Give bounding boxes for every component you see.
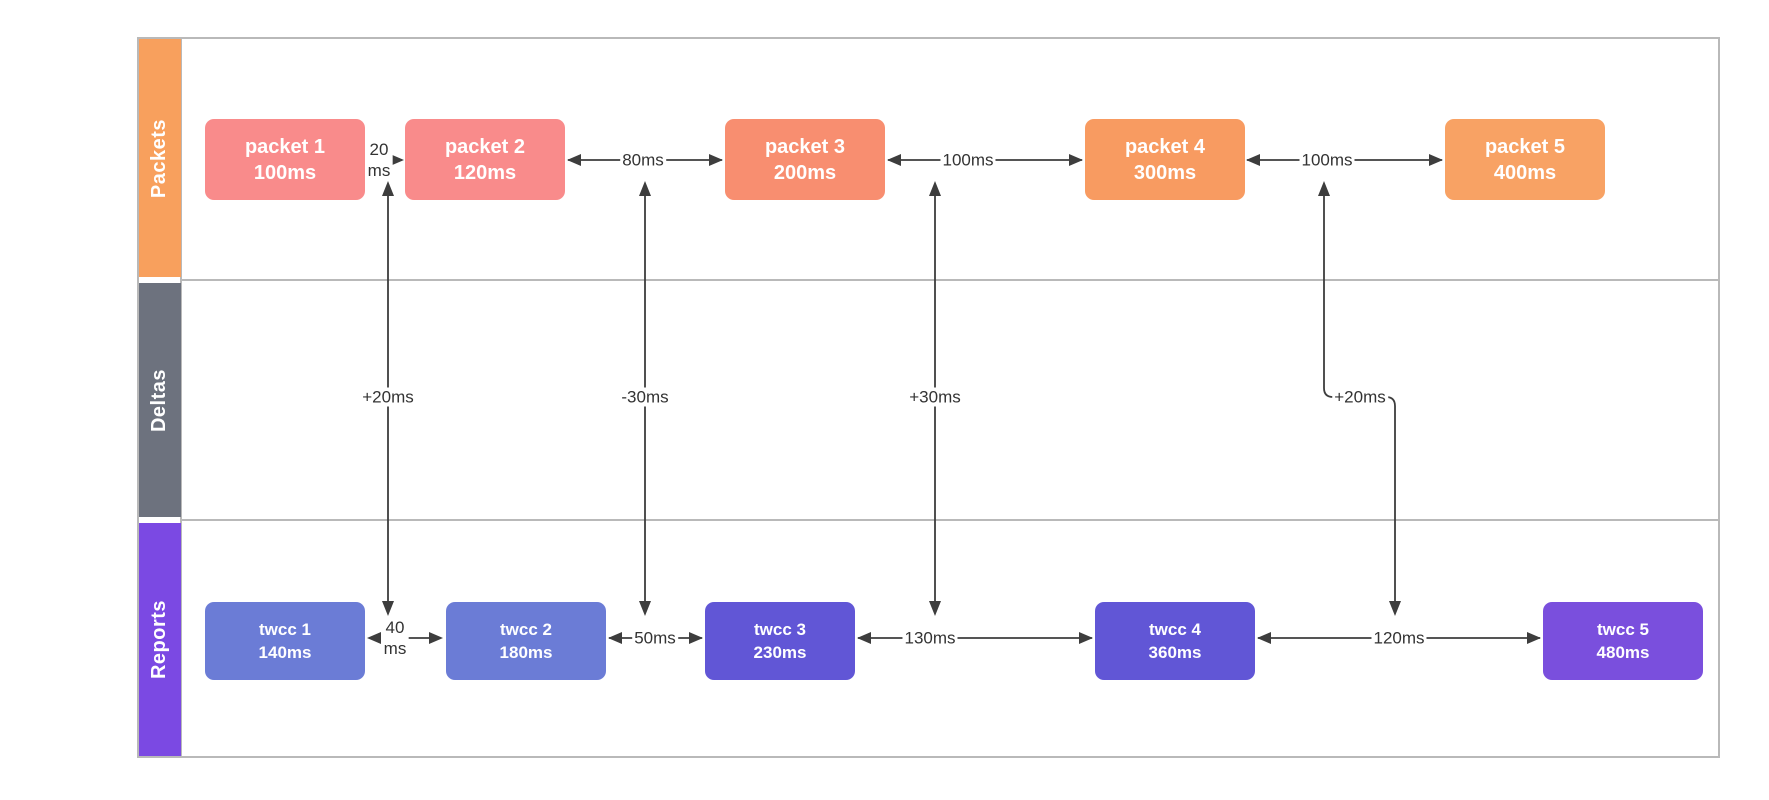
twcc-1-title: twcc 1 [259,620,311,639]
delta-label-2: -30ms [619,387,671,407]
lane-bar-reports: Reports [139,523,181,756]
twcc-2-time: 180ms [499,643,553,662]
packet-3-time: 200ms [773,161,837,184]
lane-bar-deltas: Deltas [139,283,181,517]
twcc-1-time: 140ms [258,643,312,662]
gap-label-packets-1: 20 ms [365,139,393,181]
twcc-node-4: twcc 4 360ms [1095,602,1255,680]
packet-5-title: packet 5 [1484,135,1566,158]
lane-label-divider [180,37,182,758]
arrow-twcc3-twcc4 [857,632,1093,644]
gap-label-reports-4: 120ms [1371,628,1427,648]
packet-3-title: packet 3 [764,135,846,158]
lane-bar-packets: Packets [139,39,181,277]
twcc-4-title: twcc 4 [1149,620,1201,639]
delta-label-1: +20ms [360,387,416,407]
twcc-5-title: twcc 5 [1597,620,1649,639]
packet-node-1: packet 1 100ms [205,119,365,200]
lane-divider-deltas-reports [180,519,1720,521]
packet-5-time: 400ms [1493,161,1557,184]
packet-1-title: packet 1 [244,135,326,158]
twcc-2-title: twcc 2 [500,620,552,639]
delta-label-3: +30ms [907,387,963,407]
packet-4-time: 300ms [1133,161,1197,184]
gap-label-packets-3: 100ms [940,150,996,170]
packet-2-time: 120ms [453,161,517,184]
twcc-5-time: 480ms [1596,643,1650,662]
twcc-node-3: twcc 3 230ms [705,602,855,680]
arrow-twcc1-twcc2 [367,632,443,644]
twcc-node-1: twcc 1 140ms [205,602,365,680]
twcc-node-2: twcc 2 180ms [446,602,606,680]
packet-4-title: packet 4 [1124,135,1206,158]
lane-divider-packets-deltas [180,279,1720,281]
packet-2-title: packet 2 [444,135,526,158]
packet-node-3: packet 3 200ms [725,119,885,200]
gap-label-reports-2: 50ms [632,628,678,648]
twcc-4-time: 360ms [1148,643,1202,662]
twcc-3-time: 230ms [753,643,807,662]
twcc-node-5: twcc 5 480ms [1543,602,1703,680]
twcc-3-title: twcc 3 [754,620,806,639]
gap-label-reports-3: 130ms [902,628,958,648]
gap-label-reports-1: 40 ms [381,617,409,659]
packet-node-5: packet 5 400ms [1445,119,1605,200]
packet-node-2: packet 2 120ms [405,119,565,200]
packet-1-time: 100ms [253,161,317,184]
gap-label-packets-4: 100ms [1299,150,1355,170]
gap-label-packets-2: 80ms [620,150,666,170]
packet-node-4: packet 4 300ms [1085,119,1245,200]
delta-label-4: +20ms [1332,387,1388,407]
